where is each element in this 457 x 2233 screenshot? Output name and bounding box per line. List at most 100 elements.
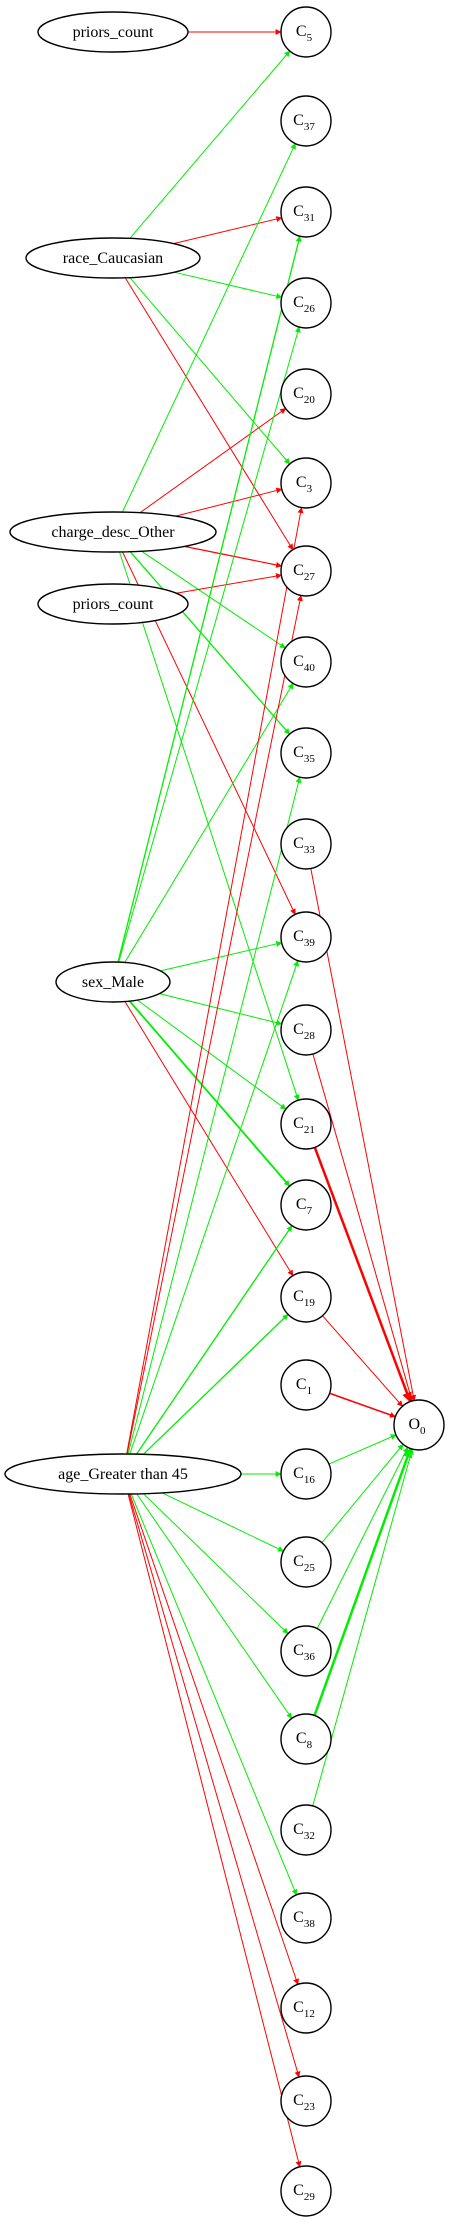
hidden-node-subscript: 40 xyxy=(304,662,316,674)
hidden-node-label: C12 xyxy=(293,1999,315,2020)
hidden-node-circle xyxy=(280,186,332,238)
edge-sex_male-to-C31 xyxy=(117,235,302,963)
hidden-node-letter: C xyxy=(293,1021,304,1038)
hidden-node-letter: C xyxy=(293,1821,304,1838)
input-node-ellipse xyxy=(55,961,171,1003)
hidden-node-circle xyxy=(280,1098,332,1150)
input-node-label: sex_Male xyxy=(82,974,144,991)
hidden-node-label: C25 xyxy=(293,1553,315,1574)
edge-C16-to-O0 xyxy=(328,1434,397,1465)
edge-age_greater_than_45-to-C8 xyxy=(136,1493,293,1719)
hidden-node-letter: C xyxy=(293,1115,304,1132)
output-node-circle xyxy=(393,1399,445,1451)
hidden-node-circle xyxy=(280,636,332,688)
hidden-node-c29: C29 xyxy=(280,2165,332,2217)
hidden-node-circle xyxy=(280,1892,332,1944)
edge-age_greater_than_45-to-C27 xyxy=(126,594,303,1455)
hidden-node-letter: C xyxy=(296,1730,307,1747)
edge-age_greater_than_45-to-C29 xyxy=(127,1493,302,2168)
hidden-node-circle xyxy=(280,1179,332,1231)
edge-race_caucasian-to-C26 xyxy=(173,271,283,299)
hidden-node-circle xyxy=(280,6,332,58)
input-node-charge-desc-other: charge_desc_Other xyxy=(9,511,217,553)
hidden-node-letter: C xyxy=(293,112,304,129)
edge-C1-to-O0 xyxy=(329,1392,396,1418)
edge-C19-to-O0 xyxy=(322,1315,403,1407)
hidden-node-circle xyxy=(280,1448,332,1500)
edge-sex_male-to-C7 xyxy=(128,1000,291,1187)
hidden-node-circle xyxy=(280,1536,332,1588)
edge-age_greater_than_45-to-C12 xyxy=(129,1493,299,1985)
hidden-node-subscript: 19 xyxy=(304,1297,316,1309)
hidden-node-letter: C xyxy=(293,203,304,220)
hidden-node-label: C37 xyxy=(293,112,315,133)
hidden-node-circle xyxy=(280,1359,332,1411)
edge-age_greater_than_45-to-C23 xyxy=(128,1493,301,2078)
hidden-node-circle xyxy=(280,457,332,509)
input-node-label: age_Greater than 45 xyxy=(58,1466,188,1483)
hidden-node-subscript: 32 xyxy=(304,1830,315,1842)
hidden-node-letter: C xyxy=(293,835,304,852)
hidden-node-subscript: 29 xyxy=(304,2191,316,2203)
hidden-node-c12: C12 xyxy=(280,1982,332,2034)
hidden-node-label: C26 xyxy=(293,294,315,315)
hidden-node-subscript: 33 xyxy=(304,844,316,856)
hidden-node-letter: C xyxy=(293,653,304,670)
hidden-node-letter: C xyxy=(293,562,304,579)
hidden-node-subscript: 1 xyxy=(307,1385,313,1397)
input-node-age-greater-than-45: age_Greater than 45 xyxy=(4,1453,242,1495)
hidden-node-letter: C xyxy=(293,744,304,761)
input-node-ellipse xyxy=(37,583,189,625)
input-node-ellipse xyxy=(37,11,189,53)
hidden-node-circle xyxy=(280,2165,332,2217)
hidden-node-c37: C37 xyxy=(280,95,332,147)
hidden-node-subscript: 7 xyxy=(307,1205,313,1217)
hidden-node-letter: C xyxy=(296,1196,307,1213)
hidden-node-letter: C xyxy=(293,928,304,945)
hidden-node-letter: C xyxy=(296,23,307,40)
edge-race_caucasian-to-C5 xyxy=(129,50,291,239)
edge-sex_male-to-C28 xyxy=(159,993,283,1026)
hidden-node-label: C3 xyxy=(296,474,313,495)
edge-age_greater_than_45-to-C35 xyxy=(127,776,302,1455)
hidden-node-letter: C xyxy=(296,1376,307,1393)
hidden-node-c16: C16 xyxy=(280,1448,332,1500)
hidden-node-subscript: 31 xyxy=(304,212,315,224)
hidden-node-c1: C1 xyxy=(280,1359,332,1411)
hidden-node-label: C28 xyxy=(293,1021,315,1042)
edge-sex_male-to-C21 xyxy=(137,999,287,1110)
edge-C28-to-O0 xyxy=(312,1053,414,1402)
hidden-node-label: C29 xyxy=(293,2182,315,2203)
edge-age_greater_than_45-to-C19 xyxy=(142,1313,289,1455)
edge-C36-to-O0 xyxy=(316,1446,409,1629)
edge-C33-to-O0 xyxy=(310,868,417,1402)
input-node-label: charge_desc_Other xyxy=(51,524,175,541)
hidden-node-letter: C xyxy=(293,1465,304,1482)
hidden-node-subscript: 27 xyxy=(304,571,316,583)
hidden-node-circle xyxy=(280,368,332,420)
hidden-node-c40: C40 xyxy=(280,636,332,688)
hidden-node-label: C8 xyxy=(296,1730,313,1751)
hidden-node-circle xyxy=(280,727,332,779)
hidden-node-letter: C xyxy=(293,2092,304,2109)
edge-charge_desc_other-to-C3 xyxy=(175,487,283,517)
hidden-node-label: C1 xyxy=(296,1376,312,1397)
hidden-node-c25: C25 xyxy=(280,1536,332,1588)
edge-sex_male-to-C26 xyxy=(118,326,301,963)
hidden-node-subscript: 12 xyxy=(304,2008,315,2020)
edge-sex_male-to-C40 xyxy=(124,682,294,963)
edge-age_greater_than_45-to-C7 xyxy=(135,1225,293,1455)
hidden-node-subscript: 8 xyxy=(307,1739,313,1751)
hidden-node-label: C33 xyxy=(293,835,315,856)
hidden-node-circle xyxy=(280,2075,332,2127)
edge-age_greater_than_45-to-C38 xyxy=(130,1493,298,1896)
hidden-node-subscript: 28 xyxy=(304,1030,316,1042)
hidden-node-c38: C38 xyxy=(280,1892,332,1944)
edge-age_greater_than_45-to-C39 xyxy=(129,960,299,1455)
hidden-node-c26: C26 xyxy=(280,277,332,329)
hidden-node-c32: C32 xyxy=(280,1804,332,1856)
edge-sex_male-to-C19 xyxy=(124,1001,294,1277)
hidden-node-c31: C31 xyxy=(280,186,332,238)
hidden-node-label: C16 xyxy=(293,1465,315,1486)
hidden-node-circle xyxy=(280,1004,332,1056)
